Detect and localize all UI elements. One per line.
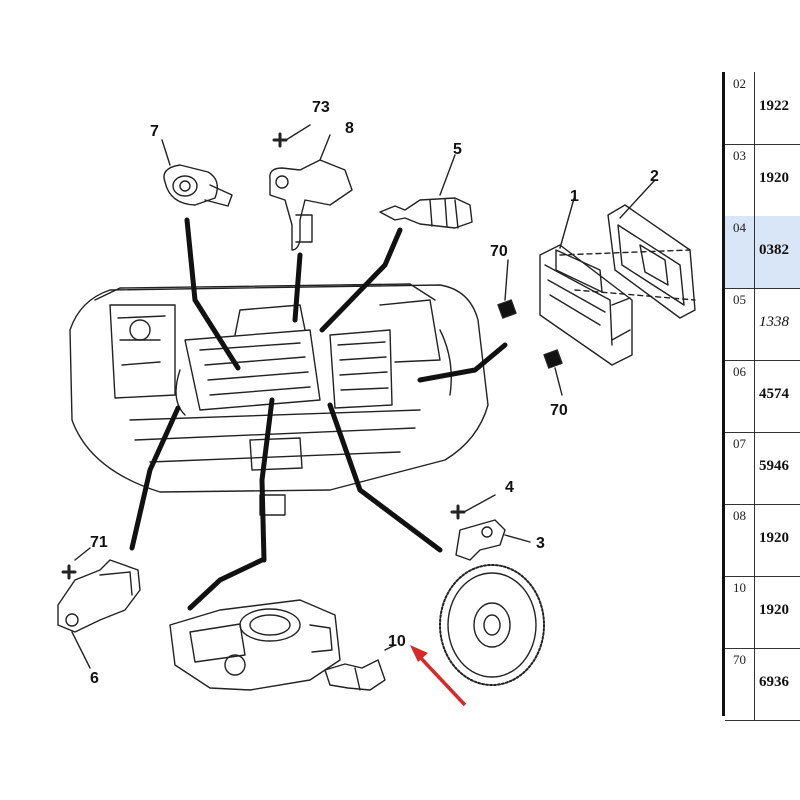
cam-sensor-part	[269, 159, 353, 251]
callout-7: 7	[150, 123, 159, 140]
bracket-part	[57, 559, 141, 633]
speed-sensor-part	[324, 659, 386, 691]
row-index: 03	[725, 144, 755, 216]
row-index: 02	[725, 72, 755, 144]
callout-2: 2	[650, 168, 659, 185]
engine-sensor-diagram: 7 73 8 5 2 1 70 70 4 3 71 6 10	[57, 99, 696, 707]
callout-8: 8	[345, 120, 354, 137]
callout-70-top: 70	[490, 243, 508, 260]
row-index: 06	[725, 360, 755, 432]
ecu-unit-part	[539, 244, 633, 366]
callout-4: 4	[505, 479, 514, 496]
callout-1: 1	[570, 188, 579, 205]
row-reference: 1338	[759, 314, 789, 330]
callout-70-bottom: 70	[550, 402, 568, 419]
row-reference: 1920	[759, 170, 789, 186]
row-index: 05	[725, 288, 755, 360]
row-index: 08	[725, 504, 755, 576]
callout-5: 5	[453, 141, 462, 158]
row-index: 10	[725, 576, 755, 648]
knock-sensor-part	[163, 164, 233, 207]
callout-73: 73	[312, 99, 330, 116]
throttle-body-part	[169, 599, 341, 691]
row-reference: 1920	[759, 530, 789, 546]
flywheel-part	[439, 564, 545, 686]
row-index: 07	[725, 432, 755, 504]
row-reference: 0382	[759, 242, 789, 258]
row-index: 70	[725, 648, 755, 720]
row-reference: 4574	[759, 386, 789, 402]
crank-sensor-part	[455, 519, 506, 561]
engine-bay	[69, 283, 489, 516]
callout-10: 10	[388, 633, 406, 650]
row-reference: 5946	[759, 458, 789, 474]
row-reference: 6936	[759, 674, 789, 690]
callout-6: 6	[90, 670, 99, 687]
row-reference: 1920	[759, 602, 789, 618]
pointer-arrow	[410, 645, 467, 707]
temp-sensor-part	[379, 197, 473, 229]
callout-3: 3	[536, 535, 545, 552]
row-reference: 1922	[759, 98, 789, 114]
row-index: 04	[725, 216, 755, 288]
callout-71: 71	[90, 534, 108, 551]
